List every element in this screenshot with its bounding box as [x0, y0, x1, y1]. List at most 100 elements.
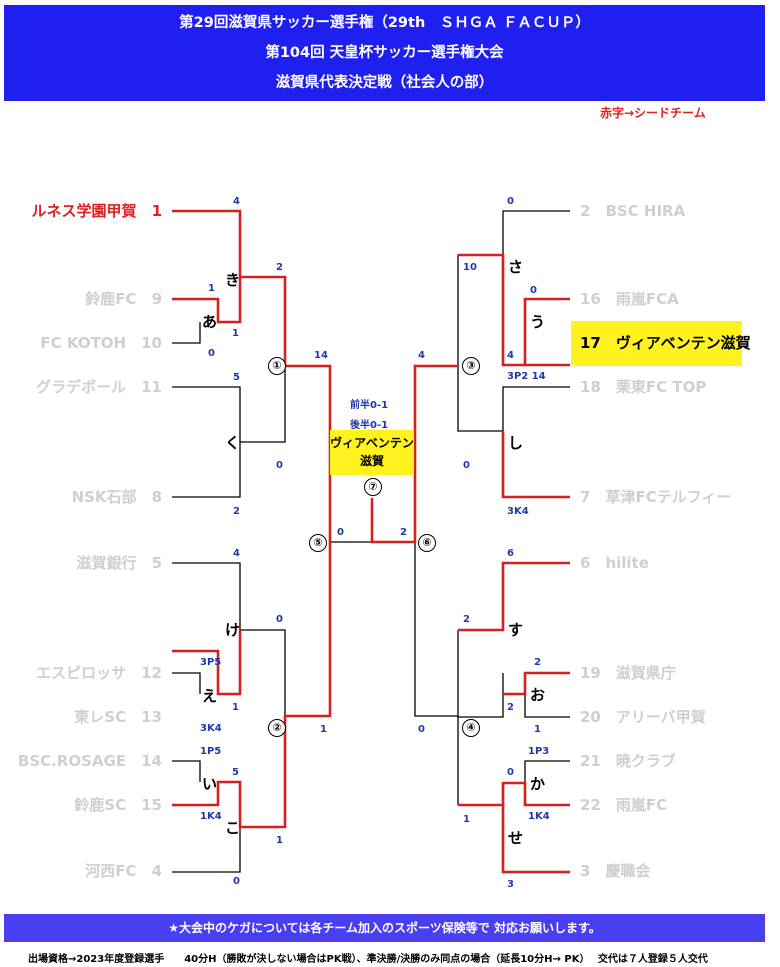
team-right-1: 2 BSC HIRA [580, 202, 686, 220]
team-left-3: FC KOTOH 10 [40, 334, 162, 352]
score: 1 [232, 328, 239, 339]
score: 3 [507, 879, 514, 890]
title-line-2: 第104回 天皇杯サッカー選手権大会 [265, 45, 504, 61]
score: 0 [337, 527, 344, 538]
score: 1 [276, 835, 283, 846]
score: 10 [463, 262, 477, 273]
match-ki: き [225, 271, 241, 289]
team-left-11: 河西FC 4 [85, 862, 162, 880]
team-left-8: 東レSC 13 [74, 708, 162, 726]
team-left-10: 鈴鹿SC 15 [74, 796, 162, 814]
match-6: ⑥ [418, 534, 436, 552]
team-left-6: 滋賀銀行 5 [76, 554, 162, 572]
score: 4 [418, 350, 425, 361]
match-2: ② [268, 719, 286, 737]
rules-note: 出場資格→2023年度登録選手 40分H（勝敗が決しない場合はPK戦）、準決勝/… [28, 954, 708, 965]
match-5: ⑤ [309, 534, 327, 552]
match-sa: さ [508, 258, 524, 276]
score: 6 [507, 548, 514, 559]
score: 0 [530, 285, 537, 296]
champion-box: ヴィアベンテン 滋賀 [330, 430, 414, 475]
champion-name-2: 滋賀 [359, 454, 384, 468]
match-su: す [508, 621, 524, 639]
score: 1K4 [200, 811, 222, 822]
winning-lines [172, 209, 570, 874]
team-right-6: 6 hilite [580, 554, 649, 572]
score: 4 [233, 548, 240, 559]
seed-legend: 赤字→シードチーム [600, 106, 706, 120]
score: 1P3 [528, 746, 550, 757]
score: 1 [534, 724, 541, 735]
score: 4 [233, 196, 240, 207]
score: 1P5 [200, 746, 222, 757]
score: 0 [233, 876, 240, 887]
score: 2 [276, 262, 283, 273]
title-line-1: 第29回滋賀県サッカー選手権（29th ＳＨＧＡ ＦＡＣＵＰ） [179, 15, 590, 31]
score: 3P2 14 [507, 371, 546, 382]
match-1: ① [268, 357, 286, 375]
team-right-3: 17 ヴィアベンテン滋賀 [580, 334, 751, 352]
title-banner: 第29回滋賀県サッカー選手権（29th ＳＨＧＡ ＦＡＣＵＰ） 第104回 天皇… [4, 5, 765, 101]
team-left-7: エスピロッサ 12 [36, 664, 162, 682]
score: 4 [507, 350, 514, 361]
match-3: ③ [462, 357, 480, 375]
score: 2 [463, 614, 470, 625]
score: 2 [400, 527, 407, 538]
team-right-11: 3 慶職会 [580, 862, 651, 880]
team-left-9: BSC.ROSAGE 14 [17, 752, 162, 770]
match-se: せ [508, 829, 524, 847]
final-first-half: 前半0-1 [350, 400, 389, 411]
team-left-1: ルネス学園甲賀 1 [31, 202, 162, 220]
score: 0 [276, 614, 283, 625]
score: 0 [463, 460, 470, 471]
score: 0 [507, 196, 514, 207]
match-ku: く [225, 434, 241, 452]
match-u: う [530, 313, 546, 331]
score: 1 [463, 814, 470, 825]
match-e: え [202, 687, 218, 705]
score: 1K4 [528, 811, 550, 822]
score: 1 [232, 702, 239, 713]
team-right-4: 18 栗東FC TOP [580, 378, 707, 396]
score: 0 [276, 460, 283, 471]
score: 3K4 [507, 506, 529, 517]
match-4: ④ [462, 719, 480, 737]
score: 0 [507, 767, 514, 778]
score: 2 [233, 506, 240, 517]
team-right-9: 21 暁クラブ [580, 752, 676, 770]
team-left-2: 鈴鹿FC 9 [85, 290, 162, 308]
match-a: あ [202, 313, 218, 331]
team-right-8: 20 アリーバ甲賀 [580, 708, 706, 726]
score: 1 [208, 283, 215, 294]
title-line-3: 滋賀県代表決定戦（社会人の部） [275, 75, 494, 91]
score: 5 [232, 767, 239, 778]
winner-highlight [571, 321, 742, 366]
match-shi: し [508, 434, 524, 452]
score: 2 [507, 702, 514, 713]
match-ke: け [225, 621, 241, 639]
score: 14 [314, 350, 328, 361]
team-left-5: NSK石部 8 [71, 488, 162, 506]
team-right-2: 16 雨嵐FCA [580, 290, 679, 308]
score: 0 [208, 348, 215, 359]
losing-lines [172, 210, 570, 873]
score: 2 [534, 657, 541, 668]
final-second-half: 後半0-1 [350, 420, 389, 431]
match-ka: か [530, 775, 546, 793]
team-right-7: 19 滋賀県庁 [580, 664, 676, 682]
team-right-10: 22 雨嵐FC [580, 796, 668, 814]
score: 3K4 [200, 723, 222, 734]
team-right-5: 7 草津FCテルフィー [580, 488, 732, 506]
score: 0 [418, 724, 425, 735]
team-left-4: グラデボール 11 [36, 378, 162, 396]
footer-banner: ★大会中のケガについては各チーム加入のスポーツ保険等で 対応お願いします。 [4, 914, 765, 942]
score: 5 [233, 372, 240, 383]
score: 3P5 [200, 657, 222, 668]
match-i: い [202, 775, 218, 793]
score: 1 [320, 724, 327, 735]
champion-name-1: ヴィアベンテン [330, 436, 414, 450]
match-7: ⑦ [364, 478, 382, 496]
match-ko: こ [225, 819, 241, 837]
match-o: お [530, 686, 546, 704]
